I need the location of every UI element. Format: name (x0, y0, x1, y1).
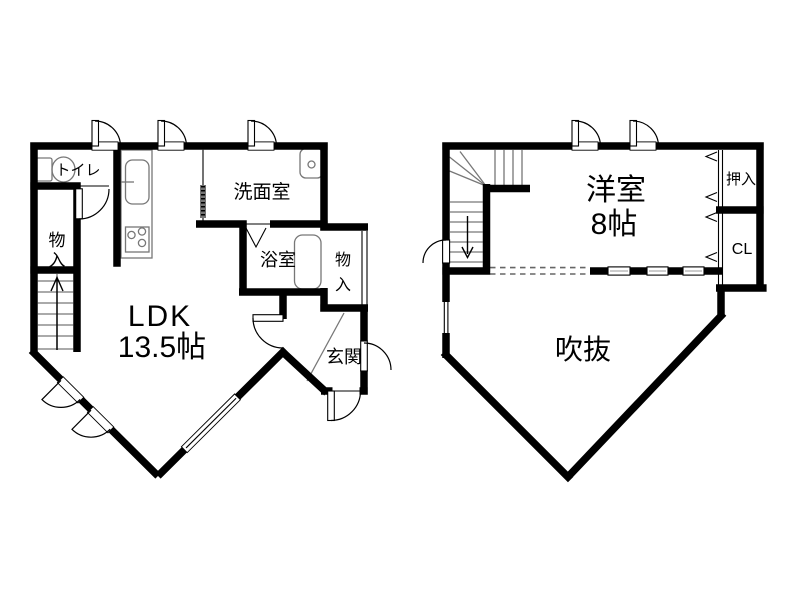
room-label-storage-left-2: 入 (49, 251, 66, 270)
room-label-western-size: 8帖 (591, 208, 638, 241)
entrance-ldk-door (252, 314, 284, 349)
room-label-ldk: LDK (128, 300, 192, 333)
floor-2-plan: 洋室 8帖 押入 CL 吹抜 (422, 119, 767, 483)
closet-doors (704, 150, 724, 288)
entrance-bottom-door (327, 390, 362, 422)
entrance-step-line (306, 312, 345, 382)
front-door (360, 340, 392, 372)
floor-1-plan: トイレ 物 入 洗面室 浴室 物 入 LDK 13.5帖 玄関 (28, 119, 392, 479)
door-top-5 (629, 119, 660, 151)
door-top-4 (571, 119, 602, 151)
door-top-3 (247, 119, 278, 151)
room-label-void: 吹抜 (555, 334, 611, 365)
stairs-down-arrow-icon (461, 216, 474, 260)
room-label-entrance: 玄関 (326, 347, 362, 367)
diagonal-door-1 (41, 376, 85, 408)
room-label-washroom: 洗面室 (233, 181, 290, 203)
room-label-closet: CL (732, 241, 753, 258)
void-open-edge (490, 266, 590, 275)
stair-landing-door (422, 239, 451, 264)
void-left-window-icon (441, 302, 451, 333)
kitchen-counter-icon (120, 149, 153, 259)
diagonal-window-icon (180, 393, 242, 454)
door-top-1 (91, 119, 122, 151)
room-label-storage-left-1: 物 (49, 231, 66, 250)
floor-2-fixtures (449, 150, 523, 263)
room-label-bathroom: 浴室 (260, 250, 296, 270)
door-top-2 (157, 119, 188, 151)
stove-icon (124, 226, 150, 253)
room-label-storage-right-2: 入 (335, 277, 351, 294)
room-label-ldk-size: 13.5帖 (118, 331, 206, 364)
bifold-door-icon (704, 151, 718, 162)
room-label-storage-right-1: 物 (335, 251, 351, 269)
void-wall-windows (607, 266, 705, 276)
room-label-western: 洋室 (586, 174, 646, 207)
room-label-toilet: トイレ (55, 162, 100, 179)
room-label-oshiire: 押入 (726, 171, 756, 188)
stairs-up-arrow-icon (50, 275, 64, 350)
window-icon (361, 231, 368, 305)
diagonal-door-2 (71, 405, 115, 438)
toilet-door (75, 185, 110, 220)
staircase-2f (449, 150, 523, 263)
floor-1-partitions (200, 149, 368, 305)
folding-door-icon (245, 227, 267, 249)
